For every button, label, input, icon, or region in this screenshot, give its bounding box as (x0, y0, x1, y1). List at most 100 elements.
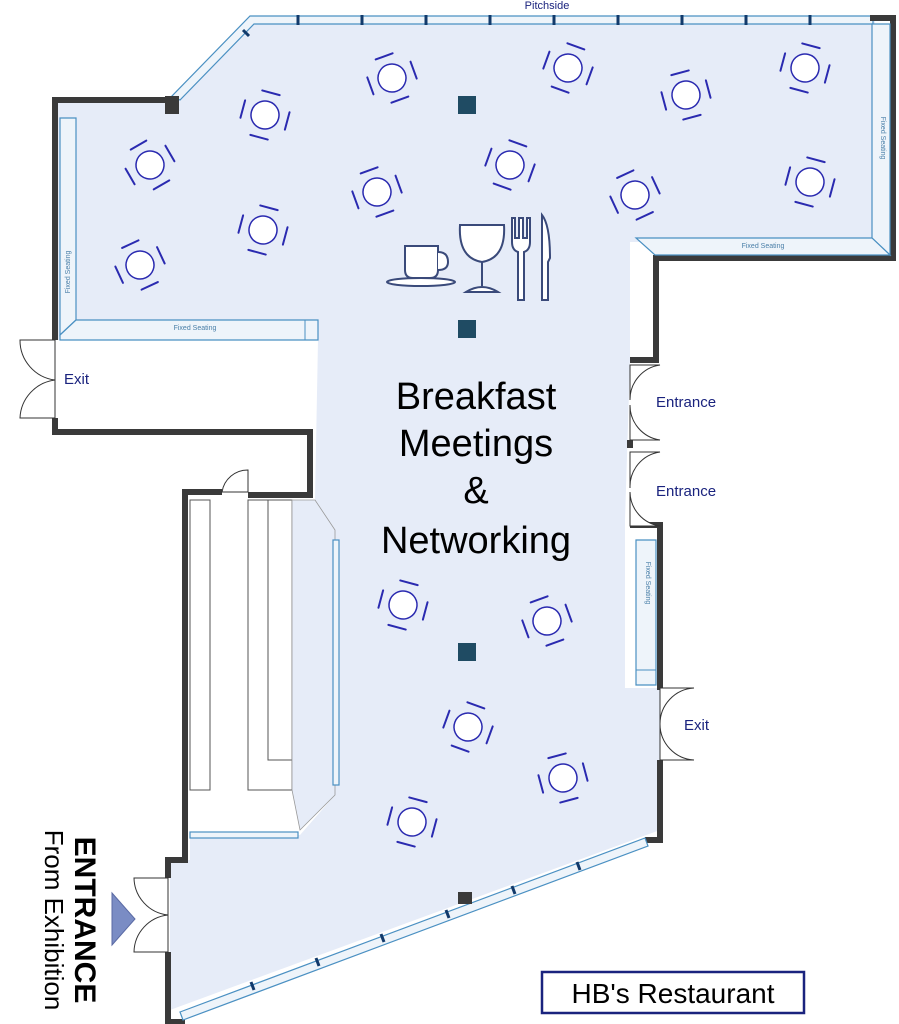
round-table (442, 701, 494, 753)
service-counters (189, 499, 340, 839)
exit-label-east: Exit (684, 717, 710, 734)
chair (566, 42, 586, 51)
chair (521, 619, 530, 639)
knife-icon (541, 212, 552, 301)
chair (249, 133, 269, 141)
chair (801, 42, 821, 50)
round-table (377, 579, 429, 631)
chair (823, 64, 831, 84)
wall-service-area (165, 489, 222, 878)
round-table (114, 239, 166, 291)
entrance-door-exhibition[interactable] (133, 877, 169, 953)
chair (386, 806, 394, 826)
chair (283, 111, 291, 131)
pitchside-mullions (241, 15, 812, 38)
chair (237, 214, 245, 234)
svg-text:Meetings: Meetings (399, 423, 553, 465)
chair (140, 281, 159, 291)
entrance-arrow-icon (111, 891, 136, 947)
round-tables (114, 42, 836, 848)
wall-east-bottom (645, 760, 663, 843)
chair (527, 163, 536, 183)
chair (396, 840, 416, 848)
south-glazing-mullions (249, 861, 582, 991)
chair (704, 79, 712, 99)
chair (377, 589, 385, 609)
round-table (537, 752, 589, 804)
chair (399, 579, 419, 587)
chair (545, 638, 565, 647)
chair (421, 601, 429, 621)
chair (651, 176, 661, 195)
chair (374, 52, 394, 61)
pillar-2 (458, 320, 476, 338)
chair (635, 211, 654, 221)
chair (409, 60, 418, 80)
chair (375, 209, 395, 218)
entrance-label-lower: Entrance (656, 483, 716, 500)
svg-text:Fixed Seating: Fixed Seating (644, 562, 651, 605)
svg-text:Fixed Seating: Fixed Seating (65, 250, 72, 293)
chair (390, 95, 410, 104)
chair (559, 796, 579, 804)
fixed-seating-east: Fixed Seating (871, 23, 891, 257)
chair (164, 144, 176, 163)
chair (121, 239, 140, 249)
wall-south-west (165, 952, 185, 1024)
chair (682, 113, 702, 121)
round-table (784, 156, 836, 208)
south-glazing (179, 837, 649, 1021)
venue-name-box: HB's Restaurant (540, 970, 806, 1015)
entrance-sub-label: From Exhibition (39, 830, 69, 1011)
chair (492, 182, 512, 191)
fixed-seating-south-west: Fixed Seating (59, 319, 319, 341)
chair (259, 204, 279, 212)
chair (124, 167, 136, 186)
chair (281, 226, 289, 246)
chair (660, 91, 668, 111)
chair (547, 752, 567, 760)
svg-text:Fixed Seating: Fixed Seating (174, 325, 217, 332)
round-table (239, 89, 291, 141)
restaurant-floor (58, 18, 875, 1010)
svg-text:&: & (463, 470, 488, 512)
pitchside-label: Pitchside (525, 0, 570, 12)
chair (585, 66, 594, 86)
fixed-seating-east-lower: Fixed Seating (635, 539, 657, 686)
chair (430, 818, 438, 838)
venue-name: HB's Restaurant (572, 978, 775, 1009)
round-table (542, 42, 594, 94)
chair (129, 139, 148, 151)
round-table (660, 69, 712, 121)
chair (609, 195, 619, 214)
entrance-door-lower[interactable]: Entrance (629, 451, 716, 527)
fork-icon (511, 217, 531, 301)
round-table (609, 169, 661, 221)
chair (466, 701, 486, 710)
chair (806, 156, 826, 164)
service-door[interactable] (221, 469, 249, 493)
dining-icons (386, 212, 552, 301)
wall-north-east (630, 15, 896, 363)
chair (789, 86, 809, 94)
entrance-main-label: ENTRANCE (68, 837, 101, 1004)
pillar-south (458, 892, 472, 904)
wine-glass-icon (458, 224, 506, 293)
svg-text:Networking: Networking (381, 520, 571, 562)
chair (828, 178, 836, 198)
chair (261, 89, 281, 97)
round-table (366, 52, 418, 104)
pillar-3 (458, 643, 476, 661)
round-table (351, 166, 403, 218)
chair (542, 50, 551, 70)
entrance-door-upper[interactable]: Entrance (629, 364, 716, 441)
chair (779, 52, 787, 72)
round-table (237, 204, 289, 256)
fixed-seating-north: Fixed Seating (634, 237, 892, 256)
round-table (779, 42, 831, 94)
exit-door-west[interactable]: Exit (19, 339, 90, 419)
chair (247, 248, 267, 256)
exit-door-east[interactable]: Exit (659, 687, 710, 761)
chair (450, 744, 470, 753)
